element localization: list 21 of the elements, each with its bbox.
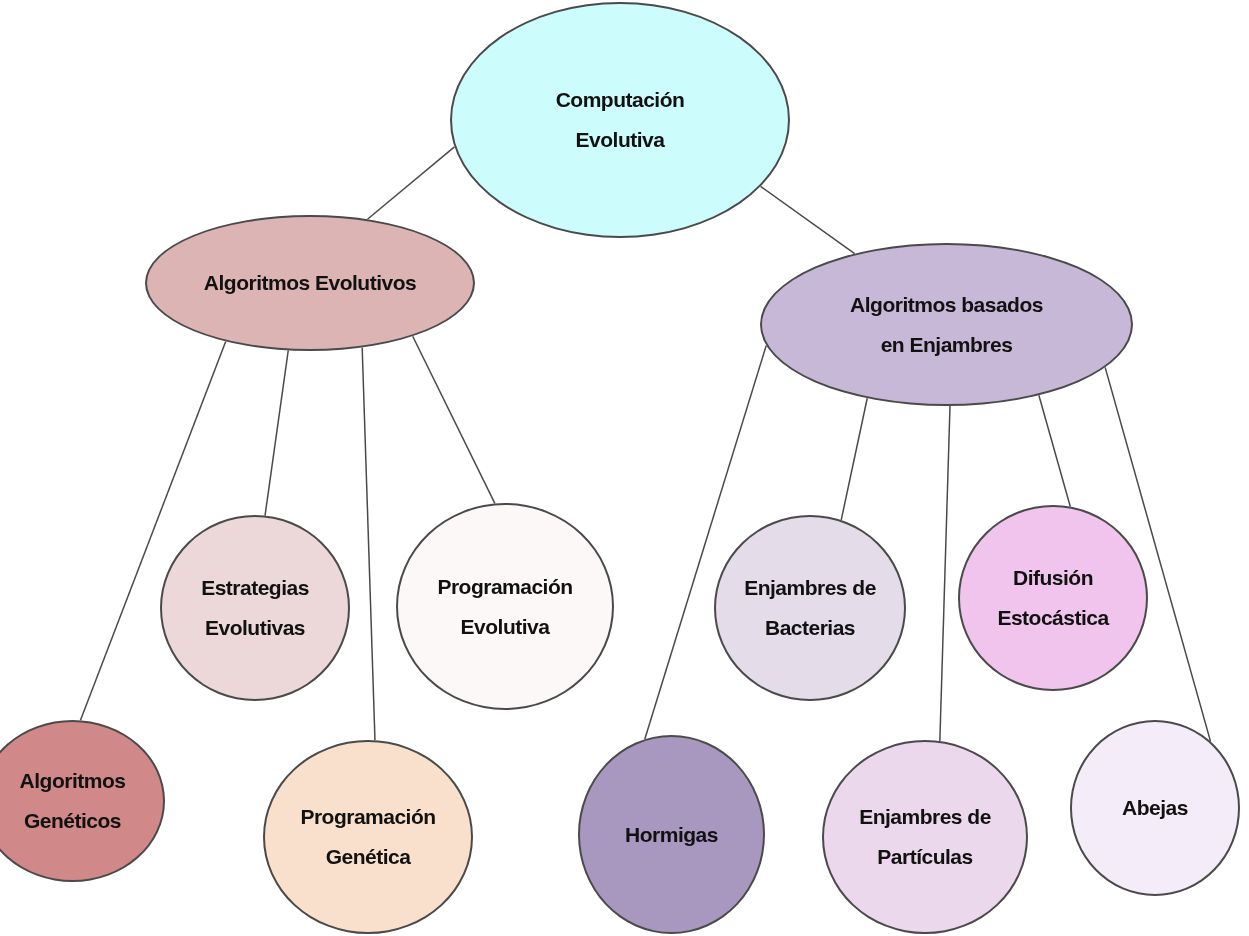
connector-line: [1038, 394, 1071, 508]
connector-line: [644, 344, 767, 740]
connector-line: [264, 349, 289, 517]
node-label: Enjambres de Bacterias: [743, 575, 877, 641]
node-label: Computación Evolutiva: [554, 87, 686, 153]
node-label: Programación Evolutiva: [436, 573, 574, 640]
node-label: Programación Genética: [299, 804, 437, 870]
connector-line: [79, 340, 227, 722]
connector-line: [366, 146, 456, 220]
connector-line: [759, 185, 856, 255]
node-label: Hormigas: [625, 821, 718, 848]
node-label: Estrategias Evolutivas: [200, 575, 310, 641]
node-label: Algoritmos Evolutivos: [203, 270, 417, 297]
node-label: Enjambres de Partículas: [858, 804, 992, 870]
node-label: Algoritmos basados en Enjambres: [849, 291, 1044, 358]
node-label: Abejas: [1122, 795, 1188, 822]
connector-line: [840, 397, 868, 521]
connector-line: [411, 335, 496, 505]
node-label: Difusión Estocástica: [996, 565, 1111, 631]
connector-line: [939, 405, 951, 742]
node-label: Algoritmos Genéticos: [18, 768, 127, 834]
